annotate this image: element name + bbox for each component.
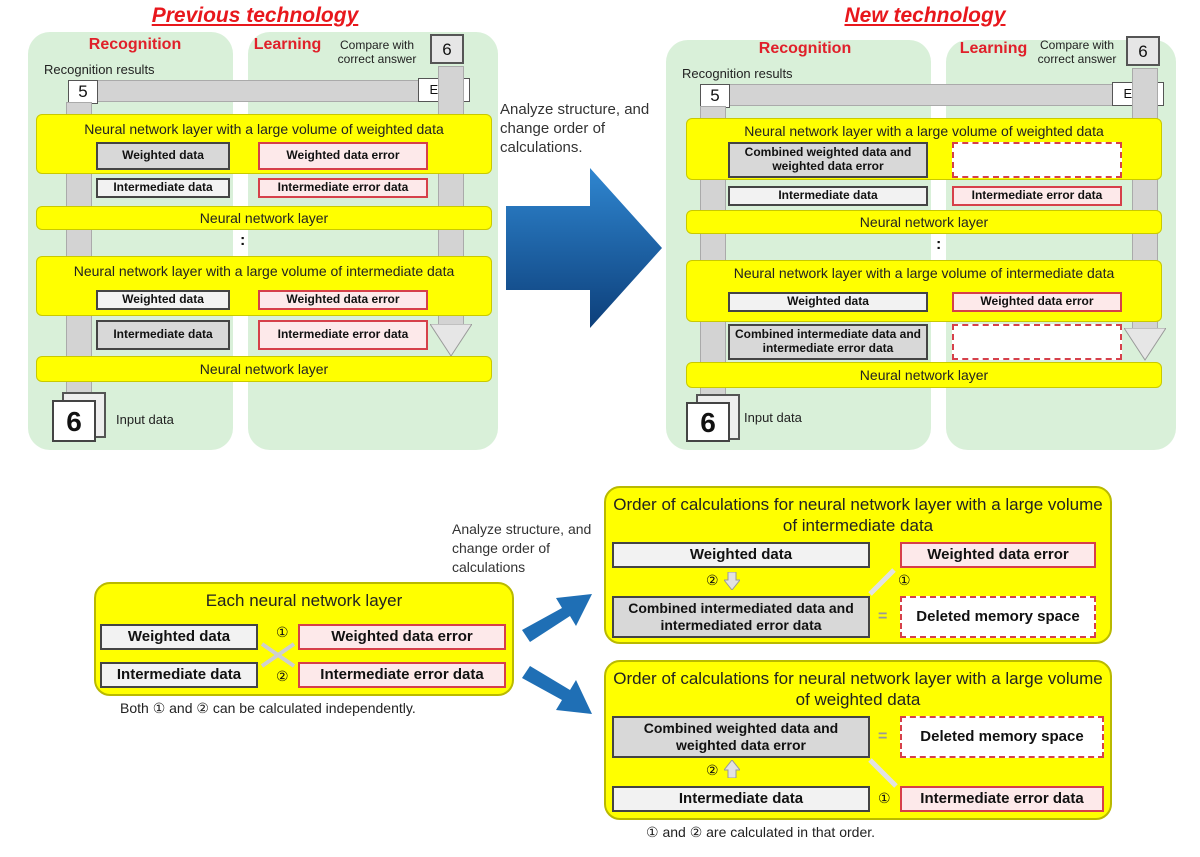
layer-intermediate-new: Neural network layer with a large volume… [686, 260, 1162, 322]
weighted-data-box-each: Weighted data [100, 624, 258, 650]
recognition-results-label-prev: Recognition results [44, 62, 155, 77]
learning-arrowhead-new [1124, 328, 1166, 361]
nn-layer-new-1: Neural network layer [686, 210, 1162, 234]
nn-layer-new-2: Neural network layer [686, 362, 1162, 388]
analyze-text-bottom: Analyze structure, and change order of c… [452, 521, 592, 575]
intermediate-error-box-ow: Intermediate error data [900, 786, 1104, 812]
nn-layer-prev-1: Neural network layer [36, 206, 492, 230]
intermediate-data-box-each: Intermediate data [100, 662, 258, 688]
weighted-error-box-oi: Weighted data error [900, 542, 1096, 568]
combined-weighted-box: Combined weighted data and weighted data… [612, 716, 870, 758]
deleted-space-new-2 [952, 324, 1122, 360]
analyze-text-top: Analyze structure, and change order of c… [500, 101, 650, 156]
weighted-error-box-new-2: Weighted data error [952, 292, 1122, 312]
learning-header-prev: Learning [253, 36, 322, 53]
result-number-new: 5 [700, 84, 730, 108]
weighted-data-box-new-2: Weighted data [728, 292, 928, 312]
deleted-memory-box-ow: Deleted memory space [900, 716, 1104, 758]
recognition-header-new: Recognition [758, 40, 852, 57]
intermediate-data-box-ow: Intermediate data [612, 786, 870, 812]
step-2-marker-ow: ② [706, 762, 719, 778]
order-weighted-title: Order of calculations for neural network… [613, 669, 1103, 709]
step-1-marker-each: ① [276, 624, 289, 640]
intermediate-error-box-prev-2: Intermediate error data [258, 320, 428, 350]
equals-sign-oi: = [878, 608, 888, 625]
order-intermediate-title: Order of calculations for neural network… [613, 495, 1103, 535]
input-card-new: 6 [686, 402, 730, 442]
input-data-label-prev: Input data [116, 412, 174, 427]
result-bar-prev [70, 80, 470, 102]
weighted-error-box-prev-2: Weighted data error [258, 290, 428, 310]
learning-arrowhead-prev [430, 324, 472, 357]
step-1-marker-oi: ① [898, 572, 911, 588]
input-card-prev: 6 [52, 400, 96, 442]
layer-weighted-label-prev: Neural network layer with a large volume… [84, 121, 444, 137]
equals-sign-ow: = [878, 728, 888, 745]
deleted-space-new-1 [952, 142, 1122, 178]
recognition-header-prev: Recognition [88, 36, 182, 53]
previous-technology-title: Previous technology [151, 4, 359, 27]
arrow-down-right [522, 666, 592, 714]
deleted-memory-box-oi: Deleted memory space [900, 596, 1096, 638]
layer-intermediate-label-prev: Neural network layer with a large volume… [73, 263, 455, 279]
intermediate-data-box-prev-2: Intermediate data [96, 320, 230, 350]
layer-weighted-label-new: Neural network layer with a large volume… [744, 123, 1104, 139]
independent-note: Both ① and ② can be calculated independe… [120, 700, 416, 716]
weighted-data-box-oi: Weighted data [612, 542, 870, 568]
each-layer-title: Each neural network layer [205, 591, 403, 610]
diag-arrow-icon-ow [868, 758, 898, 788]
correct-answer-card-prev: 6 [430, 34, 464, 64]
learning-header-new: Learning [959, 40, 1028, 57]
weighted-error-box-prev-1: Weighted data error [258, 142, 428, 170]
ellipsis-prev: : [240, 232, 246, 249]
result-number-prev: 5 [68, 80, 98, 104]
arrow-up-right [522, 594, 592, 642]
intermediate-data-box-prev-1: Intermediate data [96, 178, 230, 198]
nn-layer-prev-2: Neural network layer [36, 356, 492, 382]
combined-intermediated-box: Combined intermediated data and intermed… [612, 596, 870, 638]
input-data-label-new: Input data [744, 410, 802, 425]
compare-label-prev: Compare with correct answer [337, 38, 417, 66]
down-arrow-icon-oi [724, 572, 740, 590]
big-right-arrow [506, 168, 662, 328]
intermediate-error-box-prev-1: Intermediate error data [258, 178, 428, 198]
up-arrow-icon-ow [724, 760, 740, 778]
diag-arrow-icon-oi [868, 568, 896, 596]
weighted-data-box-prev-1: Weighted data [96, 142, 230, 170]
layer-intermediate-label-new: Neural network layer with a large volume… [733, 265, 1115, 281]
compare-label-new: Compare with correct answer [1037, 38, 1117, 66]
intermediate-error-box-each: Intermediate error data [298, 662, 506, 688]
intermediate-error-box-new-1: Intermediate error data [952, 186, 1122, 206]
new-technology-title: New technology [844, 4, 1006, 27]
step-2-marker-each: ② [276, 668, 289, 684]
cross-arrows-icon [260, 642, 296, 668]
result-bar-new [700, 84, 1160, 106]
correct-answer-card-new: 6 [1126, 36, 1160, 66]
combined-intermediate-box-new: Combined intermediate data and intermedi… [728, 324, 928, 360]
step-2-marker-oi: ② [706, 572, 719, 588]
intermediate-data-box-new-1: Intermediate data [728, 186, 928, 206]
order-note: ① and ② are calculated in that order. [646, 824, 876, 840]
combined-weighted-box-new: Combined weighted data and weighted data… [728, 142, 928, 178]
ellipsis-new: : [936, 236, 942, 253]
recognition-results-label-new: Recognition results [682, 66, 793, 81]
weighted-error-box-each: Weighted data error [298, 624, 506, 650]
step-1-marker-ow: ① [878, 790, 891, 806]
weighted-data-box-prev-2: Weighted data [96, 290, 230, 310]
